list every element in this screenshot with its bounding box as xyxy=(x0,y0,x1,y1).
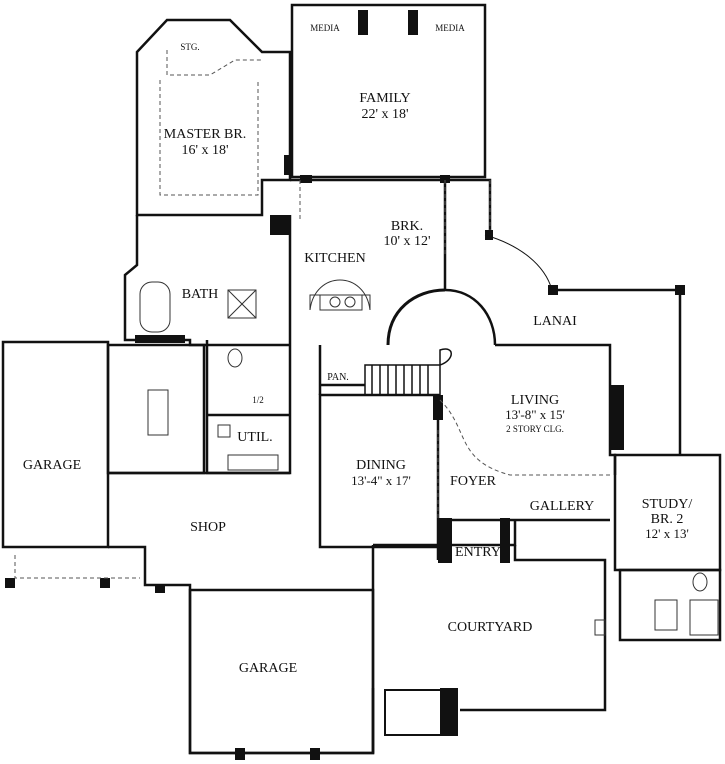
label-media-right: MEDIA xyxy=(435,23,465,33)
study-bath xyxy=(618,568,722,642)
label-foyer: FOYER xyxy=(450,474,497,489)
label-dining: DINING xyxy=(356,458,406,473)
bath-walls xyxy=(123,215,290,347)
label-brk-size: 10' x 12' xyxy=(383,234,430,249)
label-master-br-size: 16' x 18' xyxy=(181,143,228,158)
label-garage-left: GARAGE xyxy=(23,458,81,473)
label-study: STUDY/ xyxy=(642,497,693,512)
label-living-note: 2 STORY CLG. xyxy=(506,424,564,434)
label-living-size: 13'-8" x 15' xyxy=(505,407,565,422)
label-garage-bottom: GARAGE xyxy=(239,661,297,676)
fixtures xyxy=(139,279,719,636)
label-half-bath: 1/2 xyxy=(252,395,264,405)
breakfast-bay xyxy=(445,178,492,235)
label-shop: SHOP xyxy=(190,520,226,535)
master-br-walls xyxy=(135,18,292,217)
util-walls xyxy=(205,340,292,475)
label-gallery: GALLERY xyxy=(530,499,595,514)
shop-walls xyxy=(108,471,375,755)
label-study-sub: BR. 2 xyxy=(651,512,684,527)
label-entry: ENTRY xyxy=(455,545,501,560)
label-bath: BATH xyxy=(182,287,219,302)
label-kitchen: KITCHEN xyxy=(304,251,365,266)
label-util: UTIL. xyxy=(237,430,272,445)
label-courtyard: COURTYARD xyxy=(448,620,533,635)
label-brk: BRK. xyxy=(391,219,423,234)
master-closet xyxy=(106,343,206,475)
label-master-br: MASTER BR. xyxy=(164,127,246,142)
label-study-size: 12' x 13' xyxy=(645,526,689,541)
columns xyxy=(5,10,685,760)
label-stg: STG. xyxy=(180,42,199,52)
garage-bottom-walls xyxy=(188,588,375,755)
label-family-size: 22' x 18' xyxy=(361,107,408,122)
label-lanai: LANAI xyxy=(533,314,577,329)
garage-left-walls xyxy=(1,340,110,549)
family-walls xyxy=(290,3,487,179)
label-dining-size: 13'-4" x 17' xyxy=(351,473,411,488)
stairs xyxy=(364,234,553,396)
label-living: LIVING xyxy=(511,393,559,408)
pantry-walls xyxy=(318,345,365,395)
gallery-walls xyxy=(438,518,610,547)
label-pan: PAN. xyxy=(327,372,349,383)
openings xyxy=(14,50,610,579)
label-family: FAMILY xyxy=(359,91,410,106)
room-labels: STG. MASTER BR. 16' x 18' MEDIA MEDIA FA… xyxy=(23,23,693,676)
label-media-left: MEDIA xyxy=(310,23,340,33)
